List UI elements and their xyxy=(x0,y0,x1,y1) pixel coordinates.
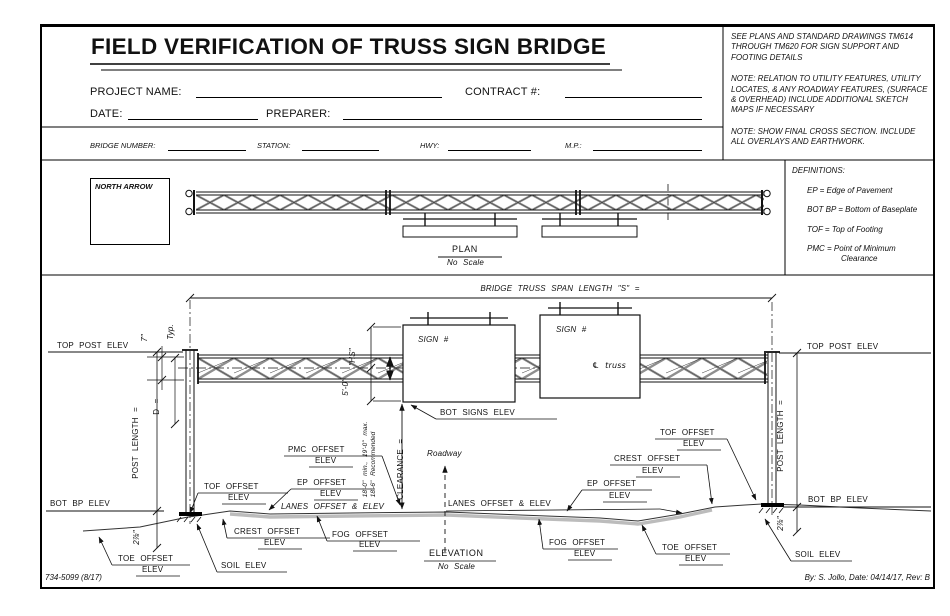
fog-offset-right-elev: ELEV xyxy=(574,549,596,558)
date-blank[interactable] xyxy=(128,107,258,120)
definition-tof: TOF = Top of Footing xyxy=(807,224,883,234)
bridge-number-label: BRIDGE NUMBER: xyxy=(90,141,156,150)
bridge-number-blank[interactable] xyxy=(168,138,246,151)
toe-offset-left-elev: ELEV xyxy=(142,565,164,574)
definition-botbp: BOT BP = Bottom of Baseplate xyxy=(807,205,918,215)
ep-offset-left-label: EP OFFSET xyxy=(297,478,347,487)
definitions-title: DEFINITIONS: xyxy=(792,166,845,175)
crest-offset-right-label: CREST OFFSET xyxy=(614,454,681,463)
definition-ep: EP = Edge of Pavement xyxy=(807,185,893,195)
north-arrow-box: NORTH ARROW xyxy=(90,178,170,245)
fog-offset-left-label: FOG OFFSET xyxy=(332,530,389,539)
contract-label: CONTRACT #: xyxy=(465,86,541,98)
sign-number-label-2: SIGN # xyxy=(556,325,587,334)
tof-offset-left-elev: ELEV xyxy=(228,493,250,502)
truss-centerline-label: ℄ truss xyxy=(592,361,626,370)
north-arrow-label: NORTH ARROW xyxy=(95,182,153,191)
clearance-note-line1: 18'-0" min., 19'-0" max. xyxy=(361,421,369,498)
top-post-elev-right-label: TOP POST ELEV xyxy=(807,342,879,351)
mp-blank[interactable] xyxy=(593,138,702,151)
five-feet-dimension-label: 5'-0" xyxy=(341,378,351,396)
pmc-offset-elev: ELEV xyxy=(315,456,337,465)
sheet-border xyxy=(40,24,935,589)
roadway-label: Roadway xyxy=(427,449,462,458)
elevation-no-scale: No Scale xyxy=(438,562,476,571)
clearance-dimension-label: CLEARANCE = xyxy=(396,438,406,500)
clearance-note-line2: 18'-6" Recommended xyxy=(369,431,377,498)
bp-offset-left-label: 2⅞" xyxy=(132,530,142,545)
clearance-note: 18'-0" min., 19'-0" max. 18'-6" Recommen… xyxy=(362,422,378,498)
page-title: FIELD VERIFICATION OF TRUSS SIGN BRIDGE xyxy=(91,34,607,59)
definitions-box: DEFINITIONS: EP = Edge of Pavement BOT B… xyxy=(792,166,933,264)
elevation-title: ELEVATION xyxy=(429,548,484,558)
plan-no-scale: No Scale xyxy=(447,258,485,267)
ep-offset-right-elev: ELEV xyxy=(609,491,631,500)
tof-offset-right-label: TOF OFFSET xyxy=(660,428,715,437)
preparer-blank[interactable] xyxy=(343,107,702,120)
project-name-blank[interactable] xyxy=(196,85,442,98)
soil-elev-left-label: SOIL ELEV xyxy=(221,561,267,570)
d-dimension-label: D = xyxy=(152,398,162,415)
toe-offset-left-label: TOE OFFSET xyxy=(118,554,174,563)
contract-blank[interactable] xyxy=(565,85,702,98)
note-cross-section: NOTE: SHOW FINAL CROSS SECTION. INCLUDE … xyxy=(731,126,916,147)
preparer-label: PREPARER: xyxy=(266,108,331,120)
seven-inch-dimension-label: 7" xyxy=(140,334,150,342)
span-length-label: BRIDGE TRUSS SPAN LENGTH "S" = xyxy=(480,284,640,293)
bot-bp-elev-left-label: BOT BP ELEV xyxy=(50,499,110,508)
ep-offset-right-label: EP OFFSET xyxy=(587,479,637,488)
station-blank[interactable] xyxy=(302,138,379,151)
crest-offset-right-elev: ELEV xyxy=(642,466,664,475)
project-name-label: PROJECT NAME: xyxy=(90,86,182,98)
note-utilities: NOTE: RELATION TO UTILITY FEATURES, UTIL… xyxy=(731,74,928,115)
date-label: DATE: xyxy=(90,108,123,120)
hwy-blank[interactable] xyxy=(448,138,531,151)
bp-offset-right-label: 2⅞" xyxy=(776,516,786,531)
post-length-right-label: POST LENGTH = xyxy=(776,399,786,472)
tof-offset-right-elev: ELEV xyxy=(683,439,705,448)
byline: By: S. Jollo, Date: 04/14/17, Rev: B xyxy=(804,573,930,582)
crest-offset-left-label: CREST OFFSET xyxy=(234,527,301,536)
definition-pmc: PMC = Point of Minimum Clearance xyxy=(807,244,896,263)
plan-title: PLAN xyxy=(452,244,478,254)
standard-notes: SEE PLANS AND STANDARD DRAWINGS TM614 TH… xyxy=(731,32,929,159)
lanes-offset-center-label: LANES OFFSET & ELEV xyxy=(448,499,551,508)
mp-label: M.P.: xyxy=(565,141,582,150)
fog-offset-left-elev: ELEV xyxy=(359,540,381,549)
toe-offset-right-elev: ELEV xyxy=(685,554,707,563)
top-post-elev-left-label: TOP POST ELEV xyxy=(57,341,129,350)
crest-offset-left-elev: ELEV xyxy=(264,538,286,547)
bot-bp-elev-right-label: BOT BP ELEV xyxy=(808,495,868,504)
pmc-offset-label: PMC OFFSET xyxy=(288,445,345,454)
toe-offset-right-label: TOE OFFSET xyxy=(662,543,718,552)
hwy-label: HWY: xyxy=(420,141,440,150)
form-number: 734-5099 (8/17) xyxy=(45,573,102,582)
sign-number-label-1: SIGN # xyxy=(418,335,449,344)
soil-elev-right-label: SOIL ELEV xyxy=(795,550,841,559)
post-length-left-label: POST LENGTH = xyxy=(131,406,141,479)
bot-signs-elev-label: BOT SIGNS ELEV xyxy=(440,408,515,417)
tof-offset-left-label: TOF OFFSET xyxy=(204,482,259,491)
typ-label: Typ. xyxy=(166,324,176,340)
ep-offset-left-elev: ELEV xyxy=(320,489,342,498)
fog-offset-right-label: FOG OFFSET xyxy=(549,538,606,547)
lanes-offset-left-label: LANES OFFSET & ELEV xyxy=(281,502,385,511)
station-label: STATION: xyxy=(257,141,291,150)
note-drawings: SEE PLANS AND STANDARD DRAWINGS TM614 TH… xyxy=(731,32,914,62)
hs-dimension-label: "HS" xyxy=(348,348,358,366)
